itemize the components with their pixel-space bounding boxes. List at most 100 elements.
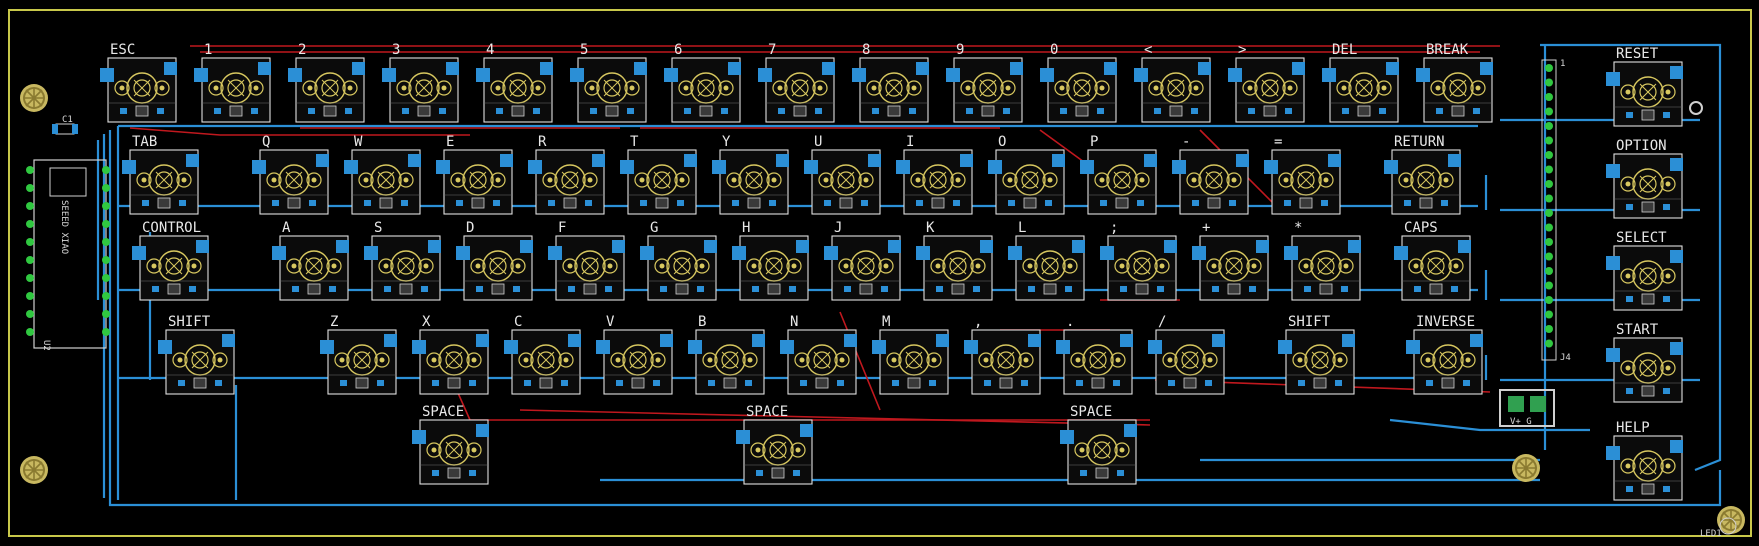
switch-footprint [1059,419,1138,485]
key-label: H [742,220,750,236]
key-label: 1 [204,42,212,58]
key-switch-row4-11: / [1147,314,1226,395]
key-label: F [558,220,566,236]
key-label: TAB [132,134,157,150]
key-label: M [882,314,890,330]
header-pin [1545,136,1553,145]
switch-footprint [987,149,1066,215]
key-label: P [1090,134,1098,150]
key-switch-row1-13: > [1227,42,1306,123]
key-switch-row5-2: SPACE [735,404,814,485]
key-label: U [814,134,822,150]
capacitor: C1 [52,115,78,135]
key-label: T [630,134,639,150]
key-label: N [790,314,798,330]
function-key-reset: RESET [1605,46,1684,127]
key-switch-row3-2: A [271,220,350,301]
key-switch-row3-3: S [363,220,442,301]
key-label: C [514,314,522,330]
switch-footprint [711,149,790,215]
key-switch-row1-11: 0 [1039,42,1118,123]
header-pin [1545,180,1553,188]
key-switch-row5-1: SPACE [411,404,490,485]
switch-footprint [1227,57,1306,123]
key-label: B [698,314,706,330]
key-switch-row1-2: 1 [193,42,272,123]
header-pin [1545,78,1553,87]
key-switch-row4-8: M [871,314,950,395]
switch-footprint [455,235,534,301]
status-led: LED1 [1700,517,1737,539]
switch-footprint [595,329,674,395]
switch-footprint [1393,235,1472,301]
switch-footprint [569,57,648,123]
key-label: I [906,134,914,150]
switch-footprint [1079,149,1158,215]
key-label: SELECT [1616,230,1667,246]
switch-footprint [251,149,330,215]
key-label: RETURN [1394,134,1445,150]
switch-footprint [547,235,626,301]
mcu-module: SEEED XIAO U2 [26,159,110,351]
switch-footprint [945,57,1024,123]
key-label: K [926,220,935,236]
header-pin [1545,281,1553,290]
function-key-option: OPTION [1605,138,1684,219]
switch-footprint [1147,329,1226,395]
key-label: - [1182,134,1190,150]
switch-footprint [503,329,582,395]
key-switch-row2-10: O [987,134,1066,215]
switch-footprint [1405,329,1484,395]
switch-footprint [1277,329,1356,395]
key-label: , [974,314,982,330]
key-label: E [446,134,454,150]
switch-footprint [1263,149,1342,215]
switch-footprint [779,329,858,395]
switch-footprint [131,235,210,301]
key-switch-row4-2: Z [319,314,398,395]
key-label: 8 [862,42,870,58]
switch-footprint [121,149,200,215]
header-pin [1545,209,1553,217]
key-switch-row1-1: ESC [99,42,178,123]
key-label: Q [262,134,270,150]
key-switch-row3-5: F [547,220,626,301]
key-switch-row3-12: + [1191,220,1270,301]
mcu-designator: U2 [41,340,51,351]
key-switch-row3-9: K [915,220,994,301]
key-label: 7 [768,42,776,58]
key-switch-row3-11: ; [1099,220,1178,301]
key-switch-row4-1: SHIFT [157,314,236,395]
switch-footprint [343,149,422,215]
key-label: R [538,134,547,150]
board-outline [8,9,1752,537]
function-key-start: START [1605,322,1684,403]
key-label: SHIFT [1288,314,1331,330]
switch-footprint [619,149,698,215]
key-switch-row3-10: L [1007,220,1086,301]
key-switch-row4-9: , [963,314,1042,395]
switch-footprint [475,57,554,123]
switch-footprint [895,149,974,215]
key-label: W [354,134,363,150]
switch-footprint [963,329,1042,395]
key-label: Y [722,134,731,150]
switch-footprint [663,57,742,123]
header-pin [1545,325,1553,333]
key-label: OPTION [1616,138,1667,154]
key-switch-row2-1: TAB [121,134,200,215]
key-switch-row2-5: R [527,134,606,215]
key-switch-row1-9: 8 [851,42,930,123]
header-pin [1545,223,1553,232]
key-label: SPACE [422,404,464,420]
pin-header: 1 [1541,59,1565,361]
key-label: D [466,220,474,236]
key-switch-row1-6: 5 [569,42,648,123]
key-switch-row1-3: 2 [287,42,366,123]
key-switch-row2-9: I [895,134,974,215]
key-switch-row4-3: X [411,314,490,395]
key-label: BREAK [1426,42,1469,58]
key-label: Z [330,314,338,330]
key-switch-row3-8: J [823,220,902,301]
